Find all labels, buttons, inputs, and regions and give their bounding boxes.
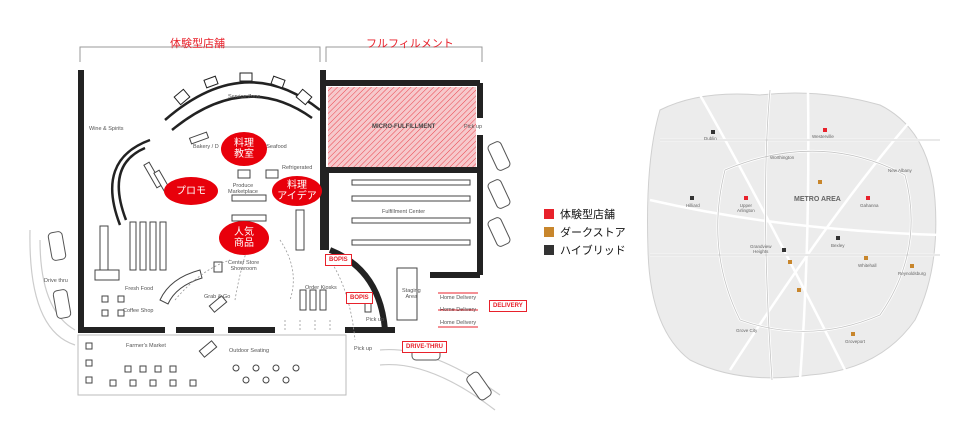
- label-outdoor-seating: Outdoor Seating: [229, 348, 270, 354]
- fulfillment-racks: [351, 179, 471, 321]
- label-grab-go: Grab & Go: [204, 294, 231, 300]
- delivery-badge: DELIVERY: [489, 300, 527, 312]
- label-pick-up-mid: Pick up: [366, 317, 385, 323]
- legend-swatch-hybrid: [544, 245, 554, 255]
- drive-thru-badge: DRIVE-THRU: [402, 341, 447, 353]
- marker-hilliard: [690, 196, 694, 200]
- label-farmers-market: Farmer's Market: [126, 343, 166, 349]
- city-reynoldsburg: Reynoldsburg: [898, 271, 926, 276]
- label-drive-thru-left: Drive thru: [44, 278, 68, 284]
- city-grandview-heights: Grandview Heights: [750, 244, 772, 254]
- header-bracket-fulfillment: [325, 46, 483, 62]
- label-service-zone: Service Zone: [228, 94, 261, 100]
- marker-dark-store-north: [818, 180, 822, 184]
- legend-label-hybrid: ハイブリッド: [560, 245, 626, 257]
- city-worthington: Worthington: [770, 155, 795, 160]
- delivery-lines: [438, 292, 478, 328]
- marker-upper-arlington: [744, 196, 748, 200]
- marker-groveport: [851, 332, 855, 336]
- label-micro-fulfillment: MICRO-FULFILLMENT: [372, 124, 436, 130]
- bubble-cooking-class: 料理 教室: [221, 132, 267, 166]
- bopis-badge-2: BOPIS: [346, 292, 373, 304]
- city-groveport: Groveport: [845, 339, 866, 344]
- arch-segments: [173, 72, 313, 106]
- legend-swatch-dark-store: [544, 227, 554, 237]
- city-upper-arlington: Upper Arlington: [737, 203, 755, 213]
- metro-road-edges: [650, 89, 940, 381]
- marker-bexley: [836, 236, 840, 240]
- city-new-albany: New Albany: [888, 168, 912, 173]
- metro-region: [647, 92, 937, 379]
- label-center-store: Center Store Showroom: [228, 260, 260, 272]
- marker-grandview: [782, 248, 786, 252]
- label-home-delivery-1: Home Delivery: [440, 295, 477, 301]
- label-staging-area: Staging Area: [402, 288, 421, 300]
- city-bexley: Bexley: [831, 243, 845, 248]
- wine-curve: [111, 138, 151, 226]
- legend-label-dark-store: ダークストア: [560, 227, 626, 239]
- header-fulfillment-label: フルフィルメント: [366, 38, 454, 50]
- city-gahanna: Gahanna: [860, 203, 879, 208]
- legend-swatch-experience: [544, 209, 554, 219]
- marker-reynoldsburg: [910, 264, 914, 268]
- label-order-kiosks: Order Kiosks: [305, 285, 337, 291]
- city-hilliard: Hilliard: [686, 203, 700, 208]
- label-fulfillment-center: Fulfillment Center: [382, 209, 426, 215]
- bubble-popular-items: 人気 商品: [219, 221, 269, 255]
- label-coffee-shop: Coffee Shop: [123, 308, 154, 314]
- city-grove-city: Grove City: [736, 328, 758, 333]
- legend-label-experience: 体験型店舗: [560, 209, 615, 221]
- label-pick-up-top: Pick up: [464, 124, 483, 130]
- marker-dublin: [711, 130, 715, 134]
- bubble-cooking-ideas: 料理 アイデア: [272, 176, 322, 206]
- marker-whitehall: [864, 256, 868, 260]
- city-dublin: Dublin: [704, 136, 717, 141]
- label-fresh-food: Fresh Food: [125, 286, 154, 292]
- label-home-delivery-2: Home Delivery: [440, 307, 477, 313]
- city-westerville: Westerville: [812, 134, 834, 139]
- marker-westerville: [823, 128, 827, 132]
- metro-area-title: METRO AREA: [794, 196, 841, 203]
- header-bracket-experience: [79, 46, 321, 62]
- label-produce: Produce Marketplace: [228, 183, 258, 195]
- label-home-delivery-3: Home Delivery: [440, 320, 477, 326]
- header-experience-label: 体験型店舗: [170, 38, 225, 50]
- label-refrigerated: Refrigerated: [282, 165, 313, 171]
- outdoor-elements: [77, 295, 347, 396]
- marker-dark-store-center: [788, 260, 792, 264]
- building-walls: [78, 70, 483, 333]
- micro-fulfillment-area: [328, 87, 476, 167]
- label-wine-spirits: Wine & Spirits: [89, 126, 124, 132]
- label-bakery: Bakery / D: [193, 144, 219, 150]
- bopis-badge-1: BOPIS: [325, 254, 352, 266]
- marker-gahanna: [866, 196, 870, 200]
- city-whitehall: Whitehall: [858, 263, 877, 268]
- bubble-promo: プロモ: [164, 177, 218, 205]
- label-meat-seafood: t & Seafood: [258, 144, 287, 150]
- marker-dark-store-south: [797, 288, 801, 292]
- label-pick-up-bottom: Pick up: [354, 346, 373, 352]
